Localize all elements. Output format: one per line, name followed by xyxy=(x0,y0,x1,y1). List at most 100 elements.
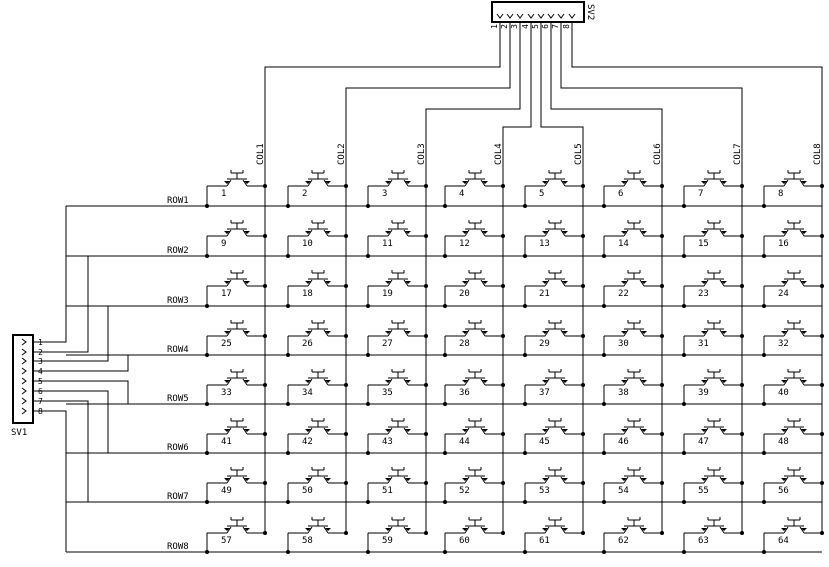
switch-48: 48 xyxy=(762,418,824,455)
switch-5: 5 xyxy=(523,170,585,208)
switch-8: 8 xyxy=(762,170,824,208)
switch-number-13: 13 xyxy=(539,239,550,249)
switch-number-33: 33 xyxy=(221,388,232,398)
switch-40: 40 xyxy=(762,369,824,406)
switch-56: 56 xyxy=(762,467,824,504)
switch-24: 24 xyxy=(762,270,824,308)
row-feed-6 xyxy=(33,390,109,453)
switch-32: 32 xyxy=(762,320,824,357)
switch-9: 9 xyxy=(205,220,267,258)
switch-number-8: 8 xyxy=(778,189,783,199)
switch-53: 53 xyxy=(523,467,585,504)
switch-number-24: 24 xyxy=(778,289,789,299)
row-feed-5 xyxy=(33,380,129,404)
sv2-pin-marker-2 xyxy=(506,13,514,19)
switch-number-28: 28 xyxy=(459,339,470,349)
row-feed-4 xyxy=(33,355,129,372)
switch-number-9: 9 xyxy=(221,239,226,249)
sv2-pin-number-5: 5 xyxy=(531,24,540,29)
sv1-pin-number-8: 8 xyxy=(38,407,43,416)
switch-number-12: 12 xyxy=(459,239,470,249)
row-feed-8 xyxy=(33,410,67,552)
switch-number-44: 44 xyxy=(459,437,470,447)
sv1-pin-marker-6 xyxy=(21,387,27,395)
switch-number-55: 55 xyxy=(698,486,709,496)
sv1-pin-marker-1 xyxy=(21,338,27,346)
switch-number-7: 7 xyxy=(698,189,703,199)
switch-number-26: 26 xyxy=(302,339,313,349)
switch-44: 44 xyxy=(443,418,505,455)
switch-number-53: 53 xyxy=(539,486,550,496)
sv2-pin-marker-3 xyxy=(516,13,524,19)
switch-number-59: 59 xyxy=(382,536,393,546)
switch-number-6: 6 xyxy=(618,189,623,199)
switch-number-48: 48 xyxy=(778,437,789,447)
switch-42: 42 xyxy=(286,418,348,455)
header-sv2-name: SV2 xyxy=(585,4,595,20)
switch-30: 30 xyxy=(602,320,664,357)
switch-4: 4 xyxy=(443,170,505,208)
sv1-pin-number-6: 6 xyxy=(38,387,43,396)
row-feed-1 xyxy=(33,206,67,343)
switch-58: 58 xyxy=(286,517,348,554)
switch-13: 13 xyxy=(523,220,585,258)
switch-number-57: 57 xyxy=(221,536,232,546)
sv2-pin-marker-4 xyxy=(527,13,535,19)
column-feed-6 xyxy=(550,32,663,186)
header-sv1-name: SV1 xyxy=(11,428,27,438)
column-label-7: COL7 xyxy=(733,143,743,165)
switch-31: 31 xyxy=(682,320,744,357)
switch-number-43: 43 xyxy=(382,437,393,447)
column-label-1: COL1 xyxy=(256,143,266,165)
switch-47: 47 xyxy=(682,418,744,455)
switch-number-27: 27 xyxy=(382,339,393,349)
switch-number-46: 46 xyxy=(618,437,629,447)
switch-number-16: 16 xyxy=(778,239,789,249)
sv1-pin-marker-2 xyxy=(21,348,27,356)
switch-14: 14 xyxy=(602,220,664,258)
switch-37: 37 xyxy=(523,369,585,406)
switch-number-50: 50 xyxy=(302,486,313,496)
switch-7: 7 xyxy=(682,170,744,208)
switch-20: 20 xyxy=(443,270,505,308)
switch-number-2: 2 xyxy=(302,189,307,199)
column-label-3: COL3 xyxy=(417,143,427,165)
switch-64: 64 xyxy=(762,517,824,554)
sv2-pin-marker-6 xyxy=(547,13,555,19)
sv2-pin-number-4: 4 xyxy=(521,24,530,29)
switch-38: 38 xyxy=(602,369,664,406)
switch-45: 45 xyxy=(523,418,585,455)
switch-17: 17 xyxy=(205,270,267,308)
column-feed-8 xyxy=(571,32,823,186)
sv2-pin-number-2: 2 xyxy=(500,24,509,29)
switch-43: 43 xyxy=(366,418,428,455)
switch-number-60: 60 xyxy=(459,536,470,546)
sv2-pin-marker-7 xyxy=(557,13,565,19)
sv2-pin-number-7: 7 xyxy=(551,24,560,29)
switch-number-52: 52 xyxy=(459,486,470,496)
switch-number-14: 14 xyxy=(618,239,629,249)
row-label-4: ROW4 xyxy=(167,345,189,355)
switch-16: 16 xyxy=(762,220,824,258)
switch-34: 34 xyxy=(286,369,348,406)
switch-number-40: 40 xyxy=(778,388,789,398)
switch-number-10: 10 xyxy=(302,239,313,249)
switch-21: 21 xyxy=(523,270,585,308)
column-feed-7 xyxy=(560,32,743,186)
row-label-1: ROW1 xyxy=(167,196,189,206)
switch-25: 25 xyxy=(205,320,267,357)
switch-number-47: 47 xyxy=(698,437,709,447)
switch-number-30: 30 xyxy=(618,339,629,349)
switch-number-3: 3 xyxy=(382,189,387,199)
switch-number-11: 11 xyxy=(382,239,393,249)
switch-number-15: 15 xyxy=(698,239,709,249)
sv1-pin-number-5: 5 xyxy=(38,377,43,386)
switch-60: 60 xyxy=(443,517,505,554)
switch-number-31: 31 xyxy=(698,339,709,349)
switch-number-58: 58 xyxy=(302,536,313,546)
switch-number-38: 38 xyxy=(618,388,629,398)
sv2-pin-number-8: 8 xyxy=(562,24,571,29)
